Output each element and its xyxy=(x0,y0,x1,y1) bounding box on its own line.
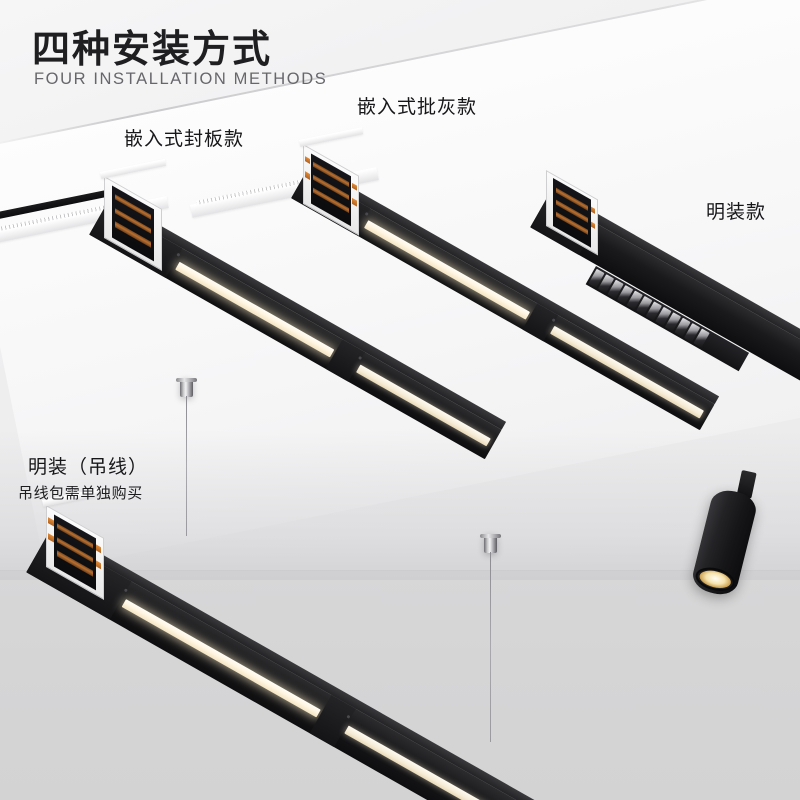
ceiling-canopy-2 xyxy=(480,534,501,553)
page-title: 四种安装方式 xyxy=(32,29,273,71)
label-recessed-panel: 嵌入式封板款 xyxy=(124,129,245,150)
label-suspended-note: 吊线包需单独购买 xyxy=(18,485,143,502)
suspension-wire-1 xyxy=(186,396,187,536)
ceiling-canopy-1 xyxy=(176,378,197,397)
label-recessed-plaster: 嵌入式批灰款 xyxy=(357,97,478,118)
suspension-wire-2 xyxy=(490,552,491,742)
page-subtitle: FOUR INSTALLATION METHODS xyxy=(34,70,328,88)
wall-shadow-gradient xyxy=(0,430,800,580)
label-suspended: 明装（吊线） xyxy=(28,457,149,478)
label-surface-mount: 明装款 xyxy=(706,202,767,223)
